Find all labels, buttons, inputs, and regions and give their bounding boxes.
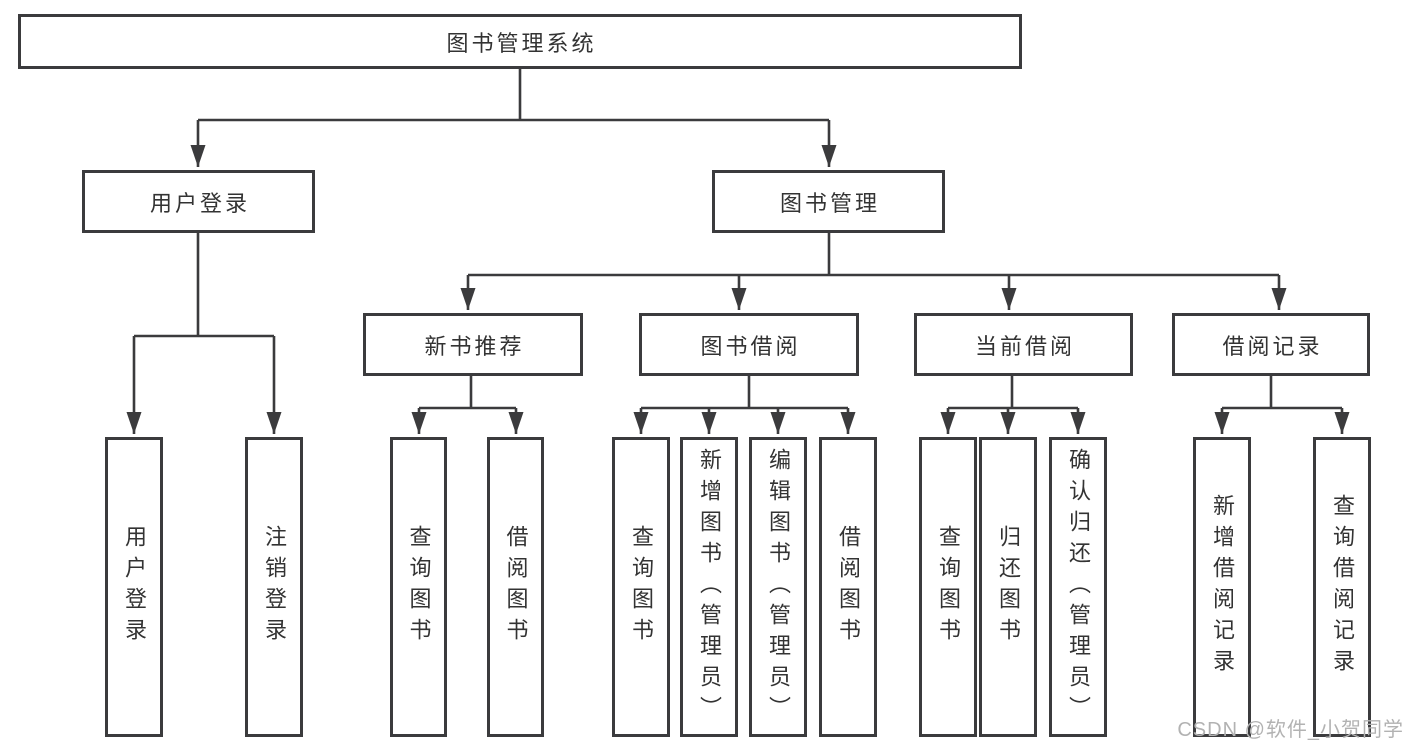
leaf-user-login-label: 用户登录 xyxy=(122,525,147,649)
node-new-book-recommend: 新书推荐 xyxy=(363,313,583,376)
watermark: CSDN @软件_小贺同学 xyxy=(1177,719,1404,741)
leaf-confirm-return-admin-label: 确认归还（管理员） xyxy=(1066,447,1091,727)
leaf-query-books-current: 查询图书 xyxy=(919,437,977,737)
leaf-query-books-borrow: 查询图书 xyxy=(612,437,670,737)
node-library-management-system: 图书管理系统 xyxy=(18,14,1022,69)
node-current-borrow: 当前借阅 xyxy=(914,313,1133,376)
leaf-confirm-return-admin: 确认归还（管理员） xyxy=(1049,437,1107,737)
leaf-borrow-books: 借阅图书 xyxy=(819,437,877,737)
leaf-add-books-admin: 新增图书（管理员） xyxy=(680,437,738,737)
leaf-borrow-books-recommend: 借阅图书 xyxy=(487,437,544,737)
leaf-query-books-current-label: 查询图书 xyxy=(936,525,961,649)
node-user-login: 用户登录 xyxy=(82,170,315,233)
leaf-add-books-admin-label: 新增图书（管理员） xyxy=(697,447,722,727)
leaf-add-borrow-record-label: 新增借阅记录 xyxy=(1210,494,1235,680)
leaf-logout-login: 注销登录 xyxy=(245,437,303,737)
leaf-edit-books-admin: 编辑图书（管理员） xyxy=(749,437,807,737)
leaf-return-books: 归还图书 xyxy=(979,437,1037,737)
leaf-query-books-recommend-label: 查询图书 xyxy=(406,525,432,649)
leaf-query-books-recommend: 查询图书 xyxy=(390,437,447,737)
leaf-borrow-books-recommend-label: 借阅图书 xyxy=(503,525,529,649)
leaf-borrow-books-label: 借阅图书 xyxy=(836,525,861,649)
leaf-logout-login-label: 注销登录 xyxy=(262,525,287,649)
leaf-query-borrow-record-label: 查询借阅记录 xyxy=(1330,494,1355,680)
leaf-add-borrow-record: 新增借阅记录 xyxy=(1193,437,1251,737)
leaf-return-books-label: 归还图书 xyxy=(996,525,1021,649)
leaf-edit-books-admin-label: 编辑图书（管理员） xyxy=(766,447,791,727)
node-book-management: 图书管理 xyxy=(712,170,945,233)
leaf-user-login: 用户登录 xyxy=(105,437,163,737)
node-borrow-records: 借阅记录 xyxy=(1172,313,1370,376)
node-book-borrow: 图书借阅 xyxy=(639,313,859,376)
leaf-query-books-borrow-label: 查询图书 xyxy=(629,525,654,649)
leaf-query-borrow-record: 查询借阅记录 xyxy=(1313,437,1371,737)
